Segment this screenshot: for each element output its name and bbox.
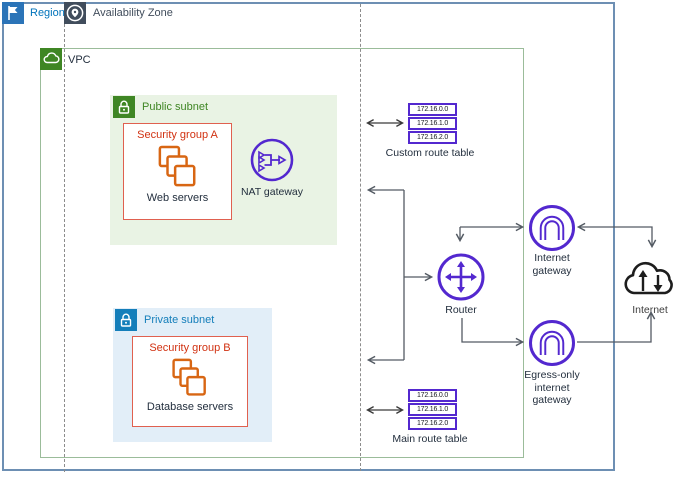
availability-zone-pin-icon [64,2,86,24]
public-subnet-lock-icon [113,96,135,118]
private-subnet-lock-icon [115,309,137,331]
web-servers-label: Web servers [146,192,209,204]
main-route-table-entry: 172.16.2.0 [408,417,457,430]
router-icon [437,253,485,301]
egress-only-internet-gateway-icon [529,320,575,366]
vpc-container [40,48,524,458]
availability-zone-left-dashed-border [64,24,65,472]
database-servers-label: Database servers [146,401,234,413]
router-label: Router [445,304,477,316]
security-group-b-title: Security group B [149,342,231,354]
nat-gateway-icon [250,138,294,182]
availability-zone-right-dashed-border [360,4,361,471]
vpc-cloud-icon [40,48,62,70]
database-servers-icon [172,358,206,396]
internet-label: Internet [632,304,668,316]
region-flag-icon [2,2,24,24]
availability-zone-label: Availability Zone [93,7,173,19]
nat-gateway-label: NAT gateway [240,186,304,198]
web-servers-icon [158,145,195,187]
vpc-label: VPC [68,54,91,66]
main-route-table-entry: 172.16.1.0 [408,403,457,416]
main-route-table-entry: 172.16.0.0 [408,389,457,402]
internet-cloud-icon [624,261,673,295]
internet-gateway-label: Internet gateway [532,252,572,277]
region-label: Region [30,7,65,19]
security-group-a-title: Security group A [137,129,218,141]
custom-route-table-entry: 172.16.0.0 [408,103,457,116]
custom-route-table-entry: 172.16.1.0 [408,117,457,130]
internet-gateway-icon [529,205,575,251]
security-group-a: Security group A Web servers [123,123,232,220]
egress-only-internet-gateway-label: Egress-only internet gateway [524,369,580,406]
public-subnet-label: Public subnet [142,101,209,113]
private-subnet-label: Private subnet [144,314,215,326]
security-group-b: Security group B Database servers [132,336,248,427]
main-route-table-label: Main route table [392,433,468,445]
custom-route-table-label: Custom route table [385,147,475,159]
custom-route-table-entry: 172.16.2.0 [408,131,457,144]
